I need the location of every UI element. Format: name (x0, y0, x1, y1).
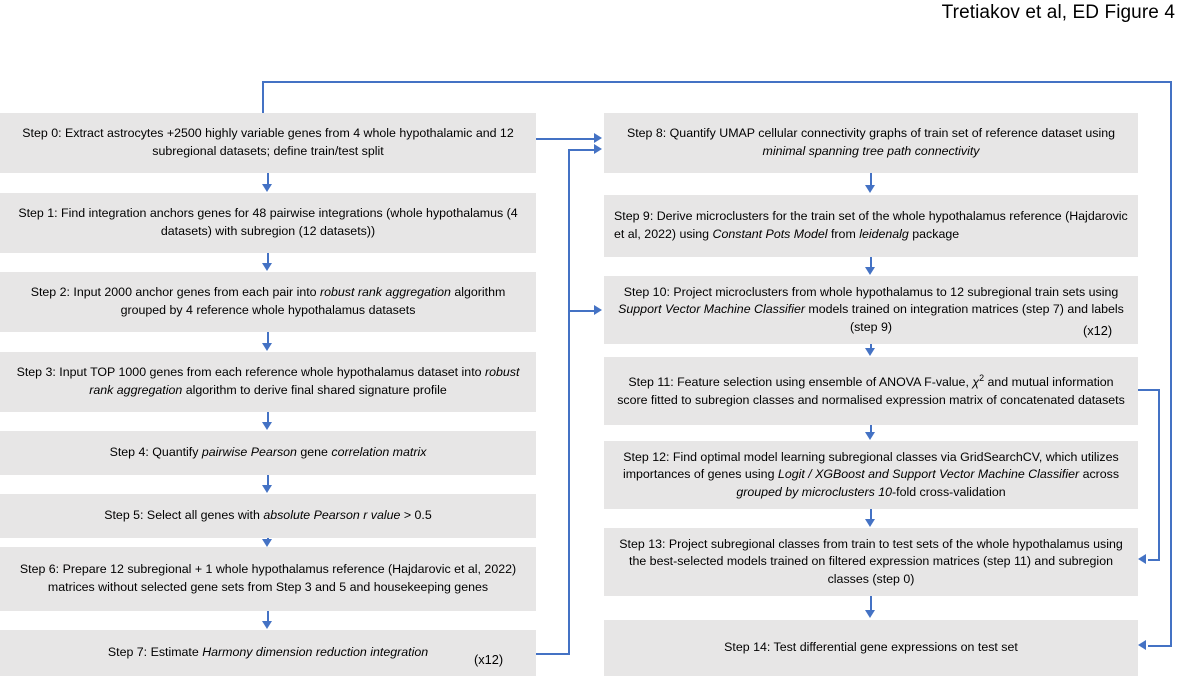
flow-box-step-2[interactable]: Step 2: Input 2000 anchor genes from eac… (0, 272, 536, 332)
arrowhead-step2-step3 (262, 343, 272, 351)
connector-step8-step9 (870, 173, 872, 186)
flow-box-step-9-text: Step 9: Derive microclusters for the tra… (614, 209, 1128, 241)
arrowhead-step4-step5 (262, 485, 272, 493)
connector-outer-loop-step14-entry (1148, 645, 1172, 647)
connector-step3-step4 (267, 412, 269, 423)
flow-box-step-8[interactable]: Step 8: Quantify UMAP cellular connectiv… (604, 113, 1138, 173)
flow-box-step-7-text: Step 7: Estimate Harmony dimension reduc… (107, 645, 429, 660)
connector-outer-loop-left-riser (262, 81, 264, 113)
arrowhead-step11-step12 (865, 432, 875, 440)
connector-step0-step1 (267, 173, 269, 186)
flow-box-step-4-text: Step 4: Quantify pairwise Pearson gene c… (109, 445, 427, 460)
arrowhead-step10-step11 (865, 348, 875, 356)
flow-box-step-7[interactable]: Step 7: Estimate Harmony dimension reduc… (0, 630, 536, 676)
multiplier-step-10: (x12) (1083, 323, 1113, 338)
flow-box-step-13-text: Step 13: Project subregional classes fro… (619, 536, 1123, 586)
connector-step12-step13 (870, 509, 872, 520)
flow-box-step-5[interactable]: Step 5: Select all genes with absolute P… (0, 494, 536, 538)
connector-step11-step13-entry (1148, 559, 1160, 561)
arrowhead-step7-step10 (594, 305, 602, 315)
connector-outer-loop-top (262, 81, 1172, 83)
connector-step7-out (536, 653, 570, 655)
flow-box-step-12[interactable]: Step 12: Find optimal model learning sub… (604, 441, 1138, 509)
flow-box-step-14-text: Step 14: Test differential gene expressi… (724, 640, 1018, 655)
arrowhead-step8-step9 (865, 185, 875, 193)
flow-box-step-11-text: Step 11: Feature selection using ensembl… (617, 373, 1125, 408)
figure-title: Tretiakov et al, ED Figure 4 (941, 2, 1175, 23)
flow-box-step-3[interactable]: Step 3: Input TOP 1000 genes from each r… (0, 352, 536, 412)
flow-box-step-10-text: Step 10: Project microclusters from whol… (618, 284, 1124, 334)
arrowhead-step3-step4 (262, 422, 272, 430)
connector-step6-step7 (267, 611, 269, 622)
flow-box-step-2-text: Step 2: Input 2000 anchor genes from eac… (30, 285, 506, 317)
arrowhead-step6-step7 (262, 621, 272, 629)
arrowhead-step12-step13 (865, 519, 875, 527)
arrowhead-step0-step8 (594, 133, 602, 143)
connector-step11-descender (1158, 389, 1160, 561)
flow-box-step-8-text: Step 8: Quantify UMAP cellular connectiv… (626, 126, 1116, 158)
flow-box-step-6-text: Step 6: Prepare 12 subregional + 1 whole… (19, 562, 517, 594)
connector-step1-step2 (267, 253, 269, 265)
connector-step11-step12 (870, 425, 872, 433)
flow-box-step-9[interactable]: Step 9: Derive microclusters for the tra… (604, 195, 1138, 257)
arrowhead-step9-step10 (865, 267, 875, 275)
flow-box-step-14[interactable]: Step 14: Test differential gene expressi… (604, 620, 1138, 676)
arrowhead-step7-step8 (594, 144, 602, 154)
connector-step7-riser (568, 149, 570, 655)
flow-box-step-10[interactable]: Step 10: Project microclusters from whol… (604, 276, 1138, 344)
connector-step7-step10-entry (568, 310, 596, 312)
multiplier-step-7: (x12) (474, 652, 504, 667)
connector-step0-step8 (536, 138, 596, 140)
connector-outer-loop-right-descender (1170, 81, 1172, 646)
connector-step4-step5 (267, 475, 269, 486)
flow-box-step-5-text: Step 5: Select all genes with absolute P… (104, 508, 432, 523)
arrowhead-step0-step1 (262, 184, 272, 192)
connector-step10-step11 (870, 344, 872, 349)
flow-box-step-11[interactable]: Step 11: Feature selection using ensembl… (604, 357, 1138, 425)
arrowhead-outer-loop-step14 (1138, 640, 1146, 650)
flow-box-step-0-text: Step 0: Extract astrocytes +2500 highly … (22, 126, 514, 158)
connector-step13-step14 (870, 596, 872, 611)
flow-box-step-12-text: Step 12: Find optimal model learning sub… (622, 449, 1120, 499)
arrowhead-step13-step14 (865, 610, 875, 618)
flow-box-step-0[interactable]: Step 0: Extract astrocytes +2500 highly … (0, 113, 536, 173)
connector-step7-step8-entry (568, 149, 596, 151)
connector-step9-step10 (870, 257, 872, 268)
flow-box-step-4[interactable]: Step 4: Quantify pairwise Pearson gene c… (0, 431, 536, 475)
flow-box-step-13[interactable]: Step 13: Project subregional classes fro… (604, 528, 1138, 596)
flow-box-step-1[interactable]: Step 1: Find integration anchors genes f… (0, 193, 536, 253)
arrowhead-step1-step2 (262, 263, 272, 271)
connector-step2-step3 (267, 332, 269, 344)
connector-step11-out (1138, 389, 1160, 391)
flow-box-step-3-text: Step 3: Input TOP 1000 genes from each r… (16, 365, 520, 397)
arrowhead-step11-step13 (1138, 554, 1146, 564)
flow-box-step-6[interactable]: Step 6: Prepare 12 subregional + 1 whole… (0, 547, 536, 611)
arrowhead-step5-step6 (262, 539, 272, 547)
flow-box-step-1-text: Step 1: Find integration anchors genes f… (18, 206, 518, 238)
